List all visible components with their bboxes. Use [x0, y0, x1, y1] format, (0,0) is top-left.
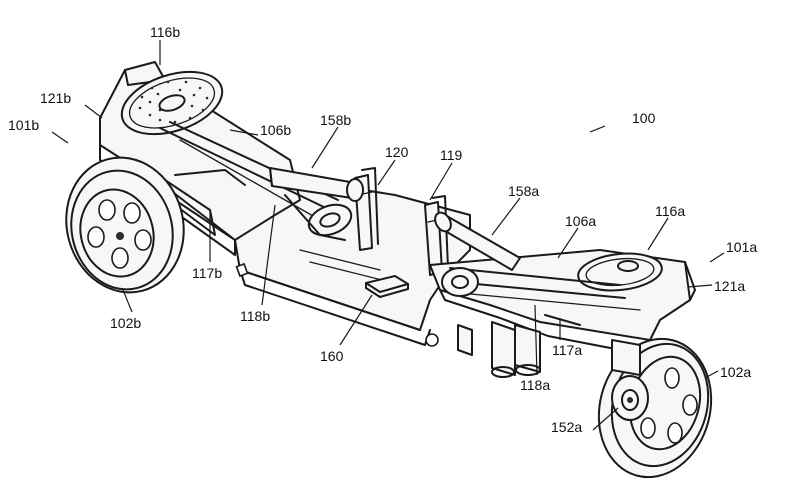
label-121a: 121a	[714, 278, 745, 294]
label-158a: 158a	[508, 183, 539, 199]
label-117a: 117a	[552, 342, 582, 358]
foot-platform-a	[429, 211, 696, 378]
label-121b: 121b	[40, 90, 71, 106]
label-120: 120	[385, 144, 409, 160]
label-119: 119	[440, 147, 463, 163]
label-117b: 117b	[192, 265, 222, 281]
label-116a: 116a	[655, 203, 685, 219]
label-102a: 102a	[720, 364, 751, 380]
label-158b: 158b	[320, 112, 351, 128]
leader-lines	[51, 40, 725, 431]
label-160: 160	[320, 348, 344, 364]
label-118a: 118a	[520, 377, 550, 393]
label-100: 100	[632, 110, 656, 126]
label-152a: 152a	[551, 419, 582, 435]
wheel-102b	[65, 156, 185, 294]
reference-labels: 116b 121b 101b 106b 158b 120 119 100 158…	[8, 24, 757, 435]
label-106b: 106b	[260, 122, 291, 138]
label-116b: 116b	[150, 24, 180, 40]
wheel-102a	[597, 337, 713, 479]
label-102b: 102b	[110, 315, 141, 331]
label-101b: 101b	[8, 117, 39, 133]
label-106a: 106a	[565, 213, 596, 229]
label-118b: 118b	[240, 308, 270, 324]
foot-platform-b	[99, 61, 364, 256]
label-101a: 101a	[726, 239, 757, 255]
control-module-160	[365, 275, 409, 298]
